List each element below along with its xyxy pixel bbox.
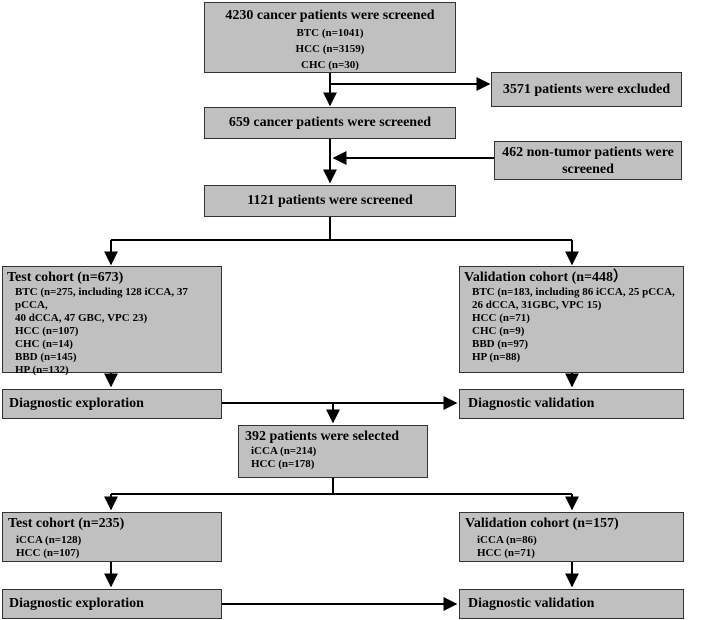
test1-hcc: HCC (n=107) bbox=[15, 325, 79, 337]
excluded-text: 3571 patients were excluded bbox=[502, 82, 671, 97]
screening-659-text: 659 cancer patients were screened bbox=[228, 115, 432, 130]
val1-hcc: HCC (n=71) bbox=[472, 312, 530, 324]
validation-cohort-157-title: Validation cohort (n=157) bbox=[465, 516, 619, 531]
test1-btc-line2: 40 dCCA, 47 GBC, VPC 23) bbox=[15, 312, 148, 324]
test1-hp: HP (n=132) bbox=[15, 364, 69, 376]
val2-hcc: HCC (n=71) bbox=[477, 547, 535, 559]
chc-count: CHC (n=30) bbox=[301, 59, 359, 71]
diagnostic-validation-box-2: Diagnostic validation bbox=[459, 589, 684, 619]
test1-chc: CHC (n=14) bbox=[15, 338, 73, 350]
screening-title: 4230 cancer patients were screened bbox=[225, 8, 435, 23]
validation-cohort-box-448: Validation cohort (n=448） BTC (n=183, in… bbox=[459, 266, 684, 373]
val1-hp: HP (n=88) bbox=[472, 351, 521, 363]
test-cohort-235-title: Test cohort (n=235) bbox=[8, 516, 125, 531]
screening-1121-text: 1121 patients were screened bbox=[247, 193, 413, 208]
nontumor-box: 462 non-tumor patients were screened bbox=[494, 141, 682, 180]
hcc-count: HCC (n=3159) bbox=[295, 43, 365, 55]
val1-btc-line1: BTC (n=183, including 86 iCCA, 25 pCCA, bbox=[472, 286, 675, 298]
val2-icca: iCCA (n=86) bbox=[477, 534, 537, 546]
screening-box-1121: 1121 patients were screened bbox=[204, 185, 456, 217]
test-cohort-673-title: Test cohort (n=673) bbox=[7, 270, 124, 285]
diagnostic-exploration-1-text: Diagnostic exploration bbox=[9, 396, 144, 411]
test1-btc-line1: BTC (n=275, including 128 iCCA, 37 pCCA, bbox=[15, 286, 188, 311]
validation-cohort-box-157: Validation cohort (n=157) iCCA (n=86) HC… bbox=[459, 512, 684, 562]
val1-bbd: BBD (n=97) bbox=[472, 338, 529, 350]
selected-box-392: 392 patients were selected iCCA (n=214) … bbox=[238, 425, 428, 478]
selected-title: 392 patients were selected bbox=[245, 429, 400, 444]
selected-hcc: HCC (n=178) bbox=[251, 458, 315, 470]
val1-btc-line2: 26 dCCA, 31GBC, VPC 15) bbox=[472, 299, 602, 311]
diagnostic-validation-box-1: Diagnostic validation bbox=[459, 389, 684, 419]
diagnostic-exploration-box-2: Diagnostic exploration bbox=[2, 589, 222, 619]
screening-box-659: 659 cancer patients were screened bbox=[204, 107, 456, 139]
selected-icca: iCCA (n=214) bbox=[251, 445, 317, 457]
btc-count: BTC (n=1041) bbox=[296, 27, 364, 39]
test-cohort-box-673: Test cohort (n=673) BTC (n=275, includin… bbox=[2, 266, 222, 376]
test-cohort-box-235: Test cohort (n=235) iCCA (n=128) HCC (n=… bbox=[2, 512, 222, 562]
validation-cohort-448-title: Validation cohort (n=448） bbox=[464, 270, 628, 285]
val1-chc: CHC (n=9) bbox=[472, 325, 525, 337]
test2-hcc: HCC (n=107) bbox=[16, 547, 80, 559]
test2-icca: iCCA (n=128) bbox=[16, 534, 82, 546]
diagnostic-exploration-2-text: Diagnostic exploration bbox=[9, 596, 144, 611]
screening-box-4230: 4230 cancer patients were screened BTC (… bbox=[204, 2, 456, 73]
diagnostic-validation-2-text: Diagnostic validation bbox=[468, 596, 595, 611]
test1-bbd: BBD (n=145) bbox=[15, 351, 77, 363]
diagnostic-validation-1-text: Diagnostic validation bbox=[468, 396, 595, 411]
excluded-box: 3571 patients were excluded bbox=[491, 72, 682, 107]
diagnostic-exploration-box-1: Diagnostic exploration bbox=[2, 389, 222, 419]
nontumor-line2: screened bbox=[562, 162, 614, 177]
nontumor-line1: 462 non-tumor patients were bbox=[502, 145, 674, 160]
